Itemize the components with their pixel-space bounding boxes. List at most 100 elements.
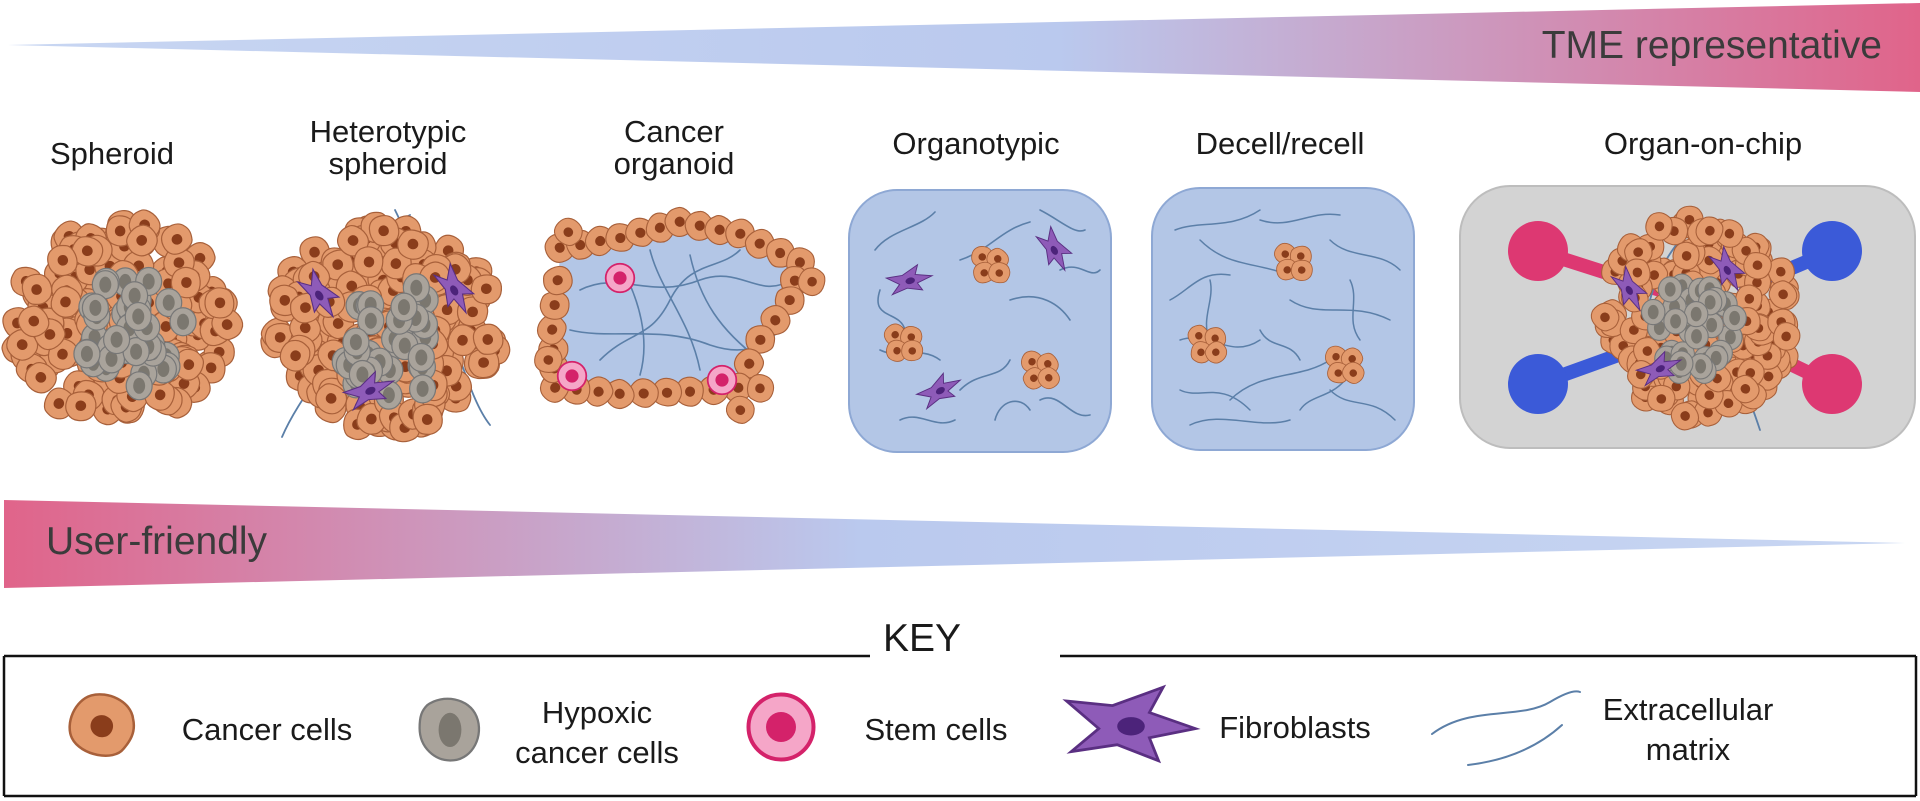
cancer-cell: [553, 217, 583, 247]
cancer-cell: [1204, 341, 1228, 364]
organotypic-matrix: [874, 209, 1101, 424]
cancer-cell: [71, 236, 104, 267]
cancer-cell: [1672, 241, 1700, 271]
matrix-fiber: [1174, 209, 1261, 231]
chip-port-pink: [1802, 354, 1862, 414]
cancer-cell: [472, 323, 504, 355]
chip-port-pink: [1508, 221, 1568, 281]
cancer-cell: [988, 262, 1011, 284]
matrix-fiber: [599, 249, 741, 361]
cancer-cell: [886, 339, 908, 362]
chip-port-blue: [1508, 354, 1568, 414]
decell-recell-label: Decell/recell: [1195, 126, 1365, 161]
fibroblast: [432, 261, 476, 315]
fibroblast: [341, 370, 396, 412]
matrix-fiber: [1179, 389, 1251, 411]
cancer-cell: [1695, 216, 1724, 246]
hypoxic-cell: [124, 301, 152, 332]
cancer-cell: [1768, 280, 1798, 309]
cancer-cell: [1290, 259, 1313, 281]
cancer-cell: [17, 305, 50, 338]
hypoxic-cell: [1663, 308, 1688, 335]
organoid-stem-cell: [604, 262, 636, 294]
cancer-cell: [470, 274, 502, 305]
cancer-cell: [1767, 257, 1795, 286]
cancer-cell: [21, 273, 53, 306]
hypoxic-cell: [1722, 304, 1747, 332]
hypoxic-cell: [169, 307, 197, 337]
chip-port-blue: [1802, 221, 1862, 281]
user-friendly-label: User-friendly: [46, 520, 268, 563]
matrix-fiber: [1169, 273, 1231, 301]
spheroid-illustration: [1, 209, 244, 426]
decell-recell-panel: [1151, 187, 1415, 451]
cancer-cell: [543, 266, 573, 296]
organotypic-illustration: [883, 225, 1073, 411]
organotypic-label: Organotypic: [892, 126, 1060, 161]
hypoxic-cancer-cell-icon: [418, 697, 481, 762]
fibroblast: [1609, 265, 1648, 312]
hypoxic-cell: [390, 292, 418, 322]
hypoxic-cell: [1688, 353, 1713, 380]
organoid-stem-cell: [706, 364, 738, 396]
fibroblast: [1034, 225, 1073, 272]
fibroblast-icon: [1062, 684, 1201, 764]
matrix-fiber: [1431, 690, 1581, 735]
key-label-hypoxic-cancer-cells: Hypoxic cancer cells: [515, 695, 679, 770]
cancer-cell: [368, 215, 400, 247]
cancer-cell: [628, 378, 659, 408]
key-label-fibroblasts: Fibroblasts: [1219, 710, 1371, 745]
cancer-cell: [1037, 366, 1060, 390]
cancer-cell: [652, 377, 683, 407]
matrix-fiber: [1349, 279, 1361, 341]
cancer-cell: [397, 229, 429, 260]
hypoxic-cell: [91, 270, 119, 300]
hypoxic-cell: [81, 293, 109, 323]
stem-cell-icon: [746, 692, 816, 762]
matrix-fiber: [899, 416, 956, 424]
cancer-cell: [1670, 402, 1700, 431]
matrix-fiber: [649, 249, 701, 371]
cancer-cell: [1645, 212, 1673, 241]
cancer-cell: [65, 391, 97, 422]
fibroblast: [884, 263, 934, 296]
cell-layer: [1, 205, 1862, 443]
organoid-stem-cell: [556, 360, 588, 392]
fibroblast: [1634, 350, 1683, 387]
cancer-cell: [161, 223, 193, 255]
matrix-fiber: [1039, 209, 1086, 232]
matrix-fiber: [1229, 359, 1331, 401]
matrix-fiber: [1329, 389, 1396, 421]
matrix-fiber: [959, 221, 1031, 261]
matrix-fiber: [1259, 329, 1301, 361]
organ-on-chip-label: Organ-on-chip: [1603, 126, 1803, 161]
hypoxic-cell: [408, 374, 437, 404]
cancer-cell-icon: [68, 693, 136, 757]
fibroblast: [296, 267, 341, 319]
tme-representative-label: TME representative: [1541, 24, 1882, 67]
matrix-fiber: [874, 211, 936, 251]
matrix-fiber: [959, 359, 1011, 391]
cancer-cell: [50, 285, 82, 318]
matrix-fiber: [1259, 213, 1341, 224]
cancer-cell: [353, 246, 384, 278]
cancer-cell: [47, 244, 78, 277]
key-box: [2, 654, 1918, 798]
matrix-fiber: [1467, 724, 1563, 766]
organ-on-chip-illustration: [1590, 205, 1801, 431]
cancer-cell: [412, 403, 443, 436]
cancer-cell: [725, 395, 755, 424]
cancer-cell: [204, 287, 235, 319]
cancer-cell: [746, 374, 775, 403]
cancer-cell: [1772, 322, 1801, 351]
hypoxic-cell: [73, 339, 101, 369]
cancer-cell: [172, 348, 204, 381]
cancer-cell: [1743, 252, 1772, 280]
hypoxic-cell: [125, 371, 153, 401]
key-label-stem-cells: Stem cells: [864, 712, 1008, 747]
cancer-cell: [1731, 374, 1760, 404]
cancer-cell: [675, 376, 704, 407]
cancer-cell: [539, 291, 570, 320]
cancer-cell: [797, 267, 826, 296]
